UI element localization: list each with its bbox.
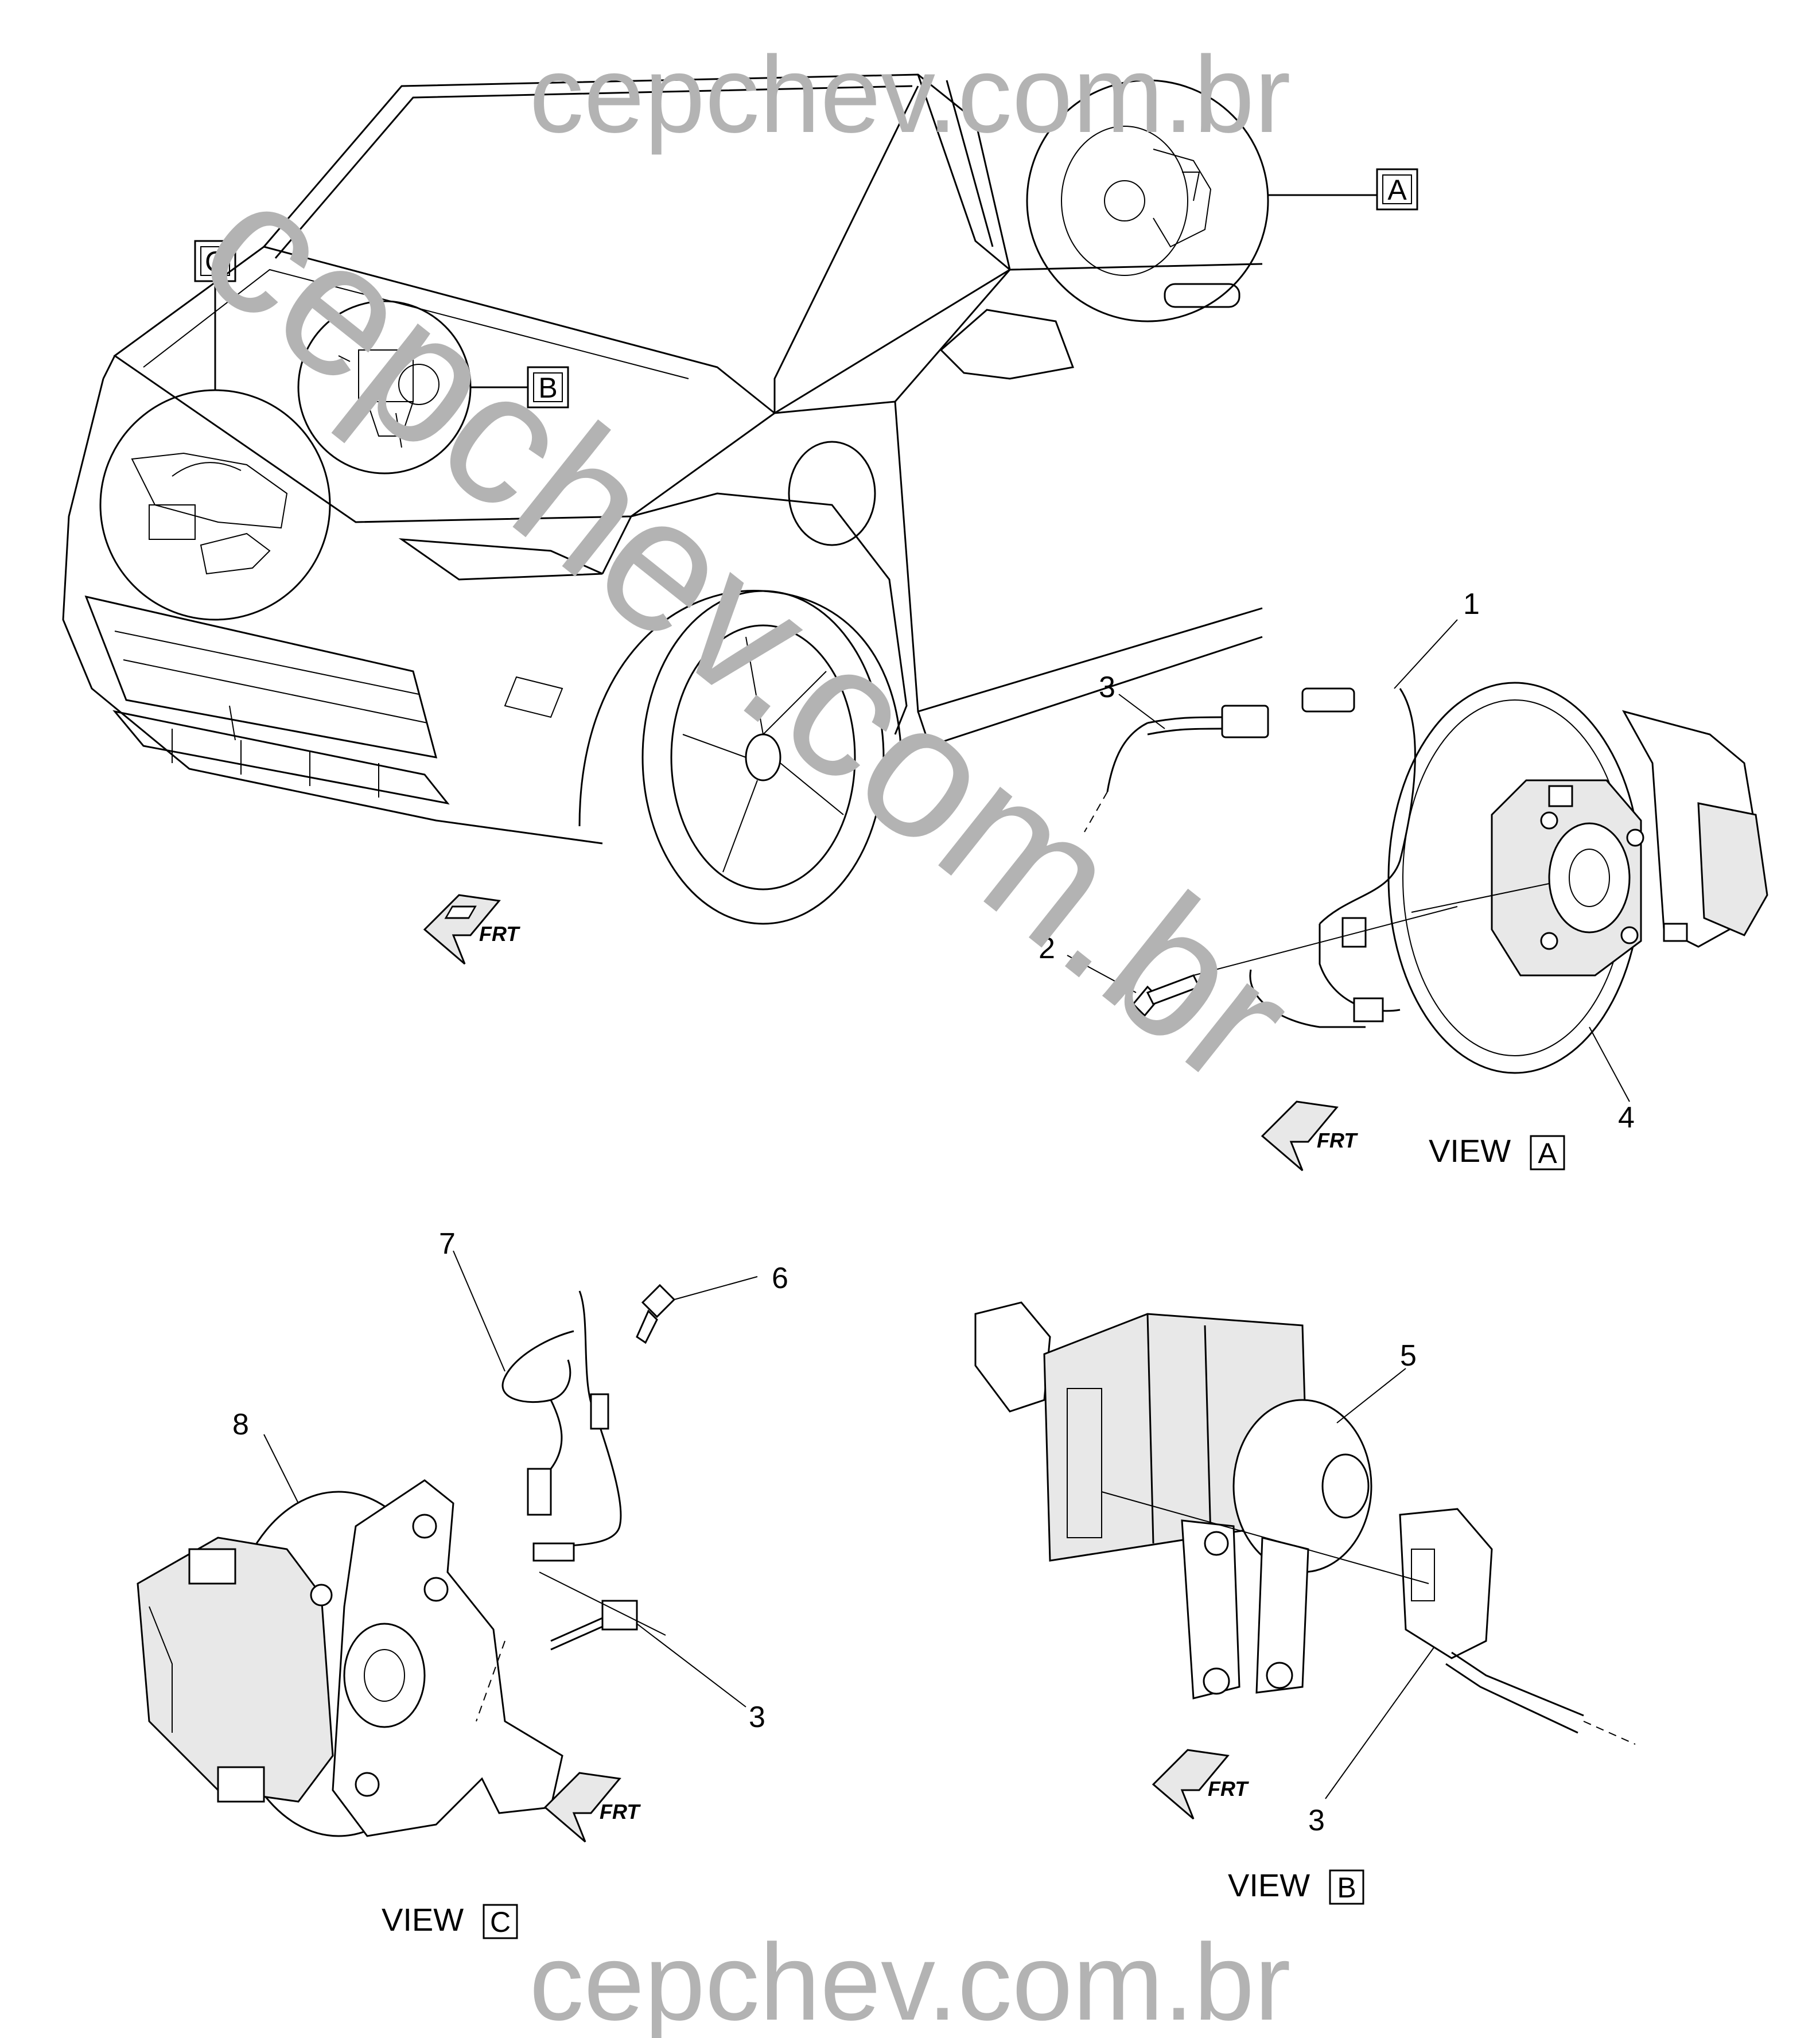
- frt-arrow-view-a: FRT: [1261, 1100, 1358, 1172]
- svg-text:C: C: [205, 246, 225, 278]
- svg-text:C: C: [490, 1906, 511, 1938]
- view-a-label-1: 1: [1463, 588, 1480, 621]
- view-c-label-7: 7: [439, 1227, 456, 1261]
- watermark-bottom: cepchev.com.br: [529, 1922, 1290, 2038]
- frt-arrow-view-c: FRT: [543, 1772, 641, 1843]
- svg-text:FRT: FRT: [1208, 1777, 1249, 1800]
- view-c-assembly: [137, 1284, 676, 1837]
- svg-text:B: B: [1337, 1872, 1356, 1904]
- svg-text:VIEW: VIEW: [382, 1901, 464, 1938]
- view-a-leaders: [1067, 619, 1630, 1102]
- view-b-label-3: 3: [1308, 1804, 1325, 1837]
- view-c-leaders: [263, 1250, 758, 1708]
- detail-circle-b: [297, 300, 528, 475]
- svg-text:FRT: FRT: [600, 1800, 641, 1823]
- view-a-label-3: 3: [1099, 671, 1115, 704]
- frt-arrow-view-b: FRT: [1152, 1749, 1249, 1820]
- detail-circle-a: [1026, 79, 1377, 322]
- svg-text:FRT: FRT: [1317, 1129, 1358, 1152]
- svg-text:FRT: FRT: [479, 922, 520, 946]
- watermark-diagonal: cepchev.com.br: [164, 135, 1331, 1125]
- view-a-assembly: [1084, 682, 1768, 1074]
- view-c-caption: VIEW C: [382, 1901, 518, 1939]
- svg-text:VIEW: VIEW: [1228, 1867, 1310, 1903]
- vehicle-overview: [62, 73, 1263, 925]
- view-b-assembly: [974, 1301, 1636, 1745]
- callout-box-a: A: [1376, 168, 1418, 211]
- view-c-label-3: 3: [749, 1701, 765, 1734]
- view-a-caption: VIEW A: [1429, 1133, 1565, 1170]
- svg-text:B: B: [538, 372, 557, 404]
- view-b-caption: VIEW B: [1228, 1867, 1364, 1905]
- view-b-label-5: 5: [1400, 1339, 1417, 1372]
- view-a-label-2: 2: [1039, 932, 1055, 965]
- svg-text:VIEW: VIEW: [1429, 1133, 1511, 1169]
- frt-arrow-overview: FRT: [423, 894, 520, 965]
- watermark-top: cepchev.com.br: [529, 34, 1290, 155]
- view-c-label-6: 6: [772, 1262, 788, 1295]
- view-b-leaders: [1325, 1368, 1435, 1799]
- view-a-label-4: 4: [1618, 1101, 1635, 1134]
- view-c-label-8: 8: [232, 1408, 249, 1441]
- detail-circle-c: [99, 281, 331, 621]
- svg-text:A: A: [1538, 1137, 1557, 1169]
- callout-box-b: B: [527, 366, 569, 409]
- callout-box-c: C: [194, 240, 236, 282]
- svg-text:A: A: [1387, 174, 1407, 206]
